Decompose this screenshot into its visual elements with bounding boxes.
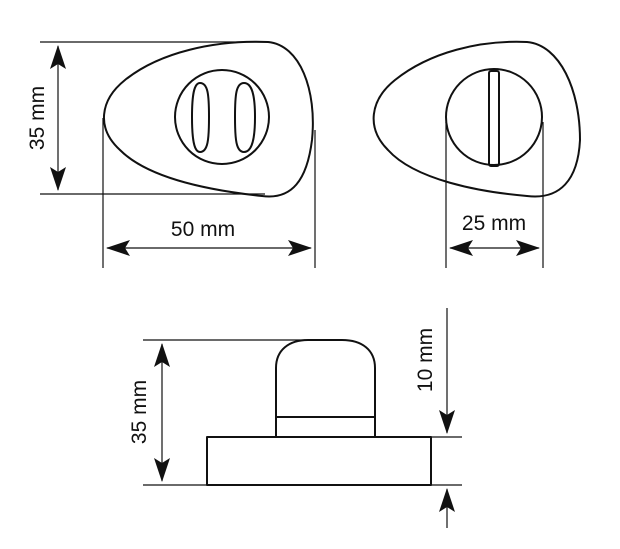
knob-circle-left — [174, 69, 270, 165]
top-right-view: 25 mm — [372, 40, 581, 268]
knob-profile — [275, 339, 376, 437]
rose-outline-left — [103, 40, 314, 198]
thumb-turn-slot-left — [191, 82, 210, 153]
release-slot — [488, 70, 500, 167]
base-thickness-label: 10 mm — [414, 328, 437, 392]
thumb-turn-slot-right — [234, 82, 256, 153]
knob-label: 25 mm — [462, 212, 526, 235]
side-view: 35 mm 10 mm — [128, 308, 462, 528]
height-label-side: 35 mm — [128, 380, 151, 444]
knob-circle-right — [445, 68, 543, 166]
height-label-left: 35 mm — [26, 86, 49, 150]
rose-outline-right — [372, 40, 581, 198]
width-label: 50 mm — [171, 218, 235, 241]
rose-base-profile — [206, 436, 432, 486]
top-left-view: 35 mm 50 mm — [26, 40, 316, 268]
